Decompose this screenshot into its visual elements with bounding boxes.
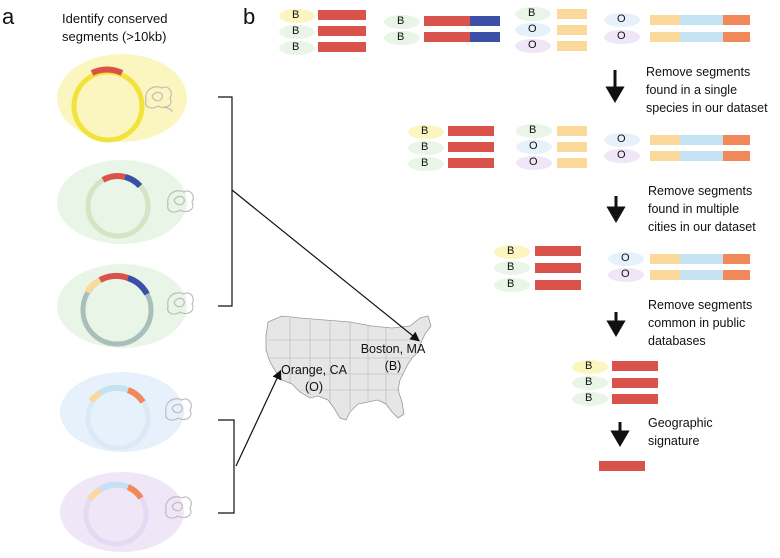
step-3-line-3: databases xyxy=(648,334,706,348)
step-1-text: Remove segments found in a single specie… xyxy=(646,63,768,117)
geographic-signature-bar xyxy=(599,461,645,471)
segment-light-orange xyxy=(87,487,102,501)
city-orange-code: (O) xyxy=(304,380,324,394)
arrow-to-orange xyxy=(235,369,282,467)
step-2-line-2: found in multiple xyxy=(648,202,740,216)
row4-group-boston-red xyxy=(572,360,658,406)
label-b: B xyxy=(507,278,515,290)
step-1-line-3: species in our dataset xyxy=(646,101,768,115)
label-o: O xyxy=(617,30,626,42)
label-b: B xyxy=(585,360,593,372)
sample-green-1 xyxy=(57,160,194,244)
segment-orange xyxy=(126,387,146,404)
step-3-text: Remove segments common in public databas… xyxy=(648,296,752,350)
step-4-line-2: signature xyxy=(648,434,700,448)
label-o: O xyxy=(528,39,537,51)
segment-light-orange xyxy=(88,390,102,403)
down-arrow-2-head xyxy=(606,206,626,223)
label-b: B xyxy=(421,141,429,153)
sample-blue xyxy=(60,372,192,452)
genome-squiggle-icon xyxy=(145,86,173,113)
step-3-line-2: common in public xyxy=(648,316,746,330)
label-b: B xyxy=(585,376,593,388)
segment-blue xyxy=(126,275,150,296)
panel-a-heading: Identify conserved segments (>10kb) xyxy=(62,10,168,46)
label-b: B xyxy=(421,125,429,137)
us-map xyxy=(265,315,432,421)
down-arrow-3-head xyxy=(606,320,626,337)
down-arrow-1-head xyxy=(605,86,625,103)
genome-squiggle-icon xyxy=(167,190,194,213)
panel-b-letter: b xyxy=(243,4,256,29)
bracket-orange xyxy=(218,419,235,514)
down-arrows xyxy=(605,70,630,447)
heading-line-2: segments (>10kb) xyxy=(62,29,167,44)
row1-group-boston-red xyxy=(279,9,366,55)
step-4-text: Geographic signature xyxy=(648,414,713,450)
row1-group-orange-multi xyxy=(604,13,750,44)
label-b: B xyxy=(292,41,300,53)
heading-line-1: Identify conserved xyxy=(62,11,168,26)
label-b: B xyxy=(292,25,300,37)
city-boston-name: Boston, MA xyxy=(360,342,426,356)
conserved-segment-red xyxy=(101,173,126,183)
label-o: O xyxy=(529,140,538,152)
label-b: B xyxy=(507,245,515,257)
label-o: O xyxy=(617,13,626,25)
label-b: B xyxy=(397,31,405,43)
row2-group-mixed-lightorange xyxy=(516,124,587,170)
label-o: O xyxy=(621,252,630,264)
step-4-line-1: Geographic xyxy=(648,416,713,430)
step-2-line-1: Remove segments xyxy=(648,184,753,198)
row2-group-orange-multi xyxy=(604,133,750,163)
sample-yellow xyxy=(57,54,187,143)
label-b: B xyxy=(507,261,515,273)
label-b: B xyxy=(585,392,593,404)
genome-squiggle-icon xyxy=(165,398,192,421)
segment-light-orange xyxy=(84,277,102,294)
segment-light-blue xyxy=(98,384,130,396)
step-1-line-1: Remove segments xyxy=(646,65,751,79)
segment-blue xyxy=(124,174,143,189)
row1-group-boston-redblue xyxy=(384,15,500,45)
city-boston-code: (B) xyxy=(384,359,402,373)
label-b: B xyxy=(292,9,300,21)
city-orange-label: Orange, CA (O) xyxy=(276,362,352,396)
step-2-text: Remove segments found in multiple cities… xyxy=(648,182,756,236)
conserved-segment-red xyxy=(90,66,124,76)
sample-green-1-ellipse xyxy=(57,160,187,244)
conserved-segment-red xyxy=(98,272,130,283)
label-o: O xyxy=(617,133,626,145)
sample-green-2 xyxy=(57,264,194,348)
genome-squiggle-icon xyxy=(167,292,194,315)
city-boston-label: Boston, MA (B) xyxy=(360,341,426,375)
sample-purple xyxy=(60,472,192,552)
label-o: O xyxy=(529,156,538,168)
arrow-to-boston xyxy=(231,189,420,342)
label-b: B xyxy=(421,157,429,169)
bracket-boston xyxy=(218,96,233,307)
genome-squiggle-icon xyxy=(165,496,192,519)
row3-group-orange-multi xyxy=(608,252,750,282)
row3-group-boston-red xyxy=(494,245,581,292)
label-o: O xyxy=(528,23,537,35)
label-o: O xyxy=(621,268,630,280)
step-2-line-3: cities in our dataset xyxy=(648,220,756,234)
down-arrow-4-head xyxy=(610,430,630,447)
step-1-line-2: found in a single xyxy=(646,83,738,97)
row1-group-mixed-lightorange xyxy=(515,7,587,53)
segment-light-blue xyxy=(98,481,130,493)
row2-group-boston-red xyxy=(408,125,494,171)
city-orange-name: Orange, CA xyxy=(280,363,347,377)
label-o: O xyxy=(617,149,626,161)
label-b: B xyxy=(528,7,536,19)
label-b: B xyxy=(397,15,405,27)
step-3-line-1: Remove segments xyxy=(648,298,753,312)
segment-orange xyxy=(126,484,144,500)
label-b: B xyxy=(529,124,537,136)
panel-a-letter: a xyxy=(2,4,15,29)
